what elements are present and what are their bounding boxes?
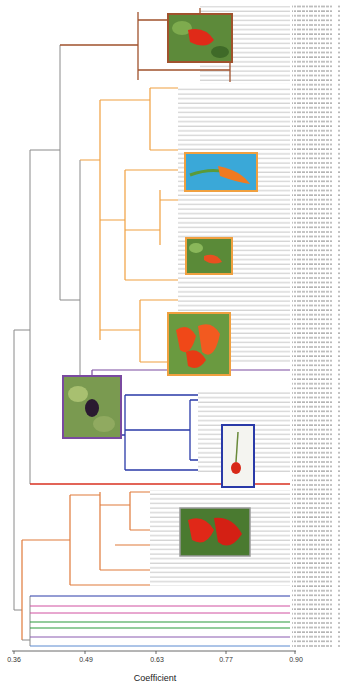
tick-label: 0.90 xyxy=(289,656,303,663)
tick-label: 0.77 xyxy=(219,656,233,663)
tick-label: 0.49 xyxy=(79,656,93,663)
leaf-fan xyxy=(150,490,290,586)
pepper-photo xyxy=(168,14,232,62)
pepper-photo xyxy=(180,508,250,556)
pepper-photo xyxy=(222,425,254,487)
pepper-photo xyxy=(168,313,230,375)
leaf-label-strip xyxy=(292,4,340,649)
dendrogram-branches xyxy=(14,8,290,646)
pepper-photo xyxy=(185,153,257,191)
tick-label: 0.63 xyxy=(150,656,164,663)
x-axis xyxy=(12,651,296,654)
axis-title: Coefficient xyxy=(134,674,176,683)
tick-label: 0.36 xyxy=(7,656,21,663)
pepper-photo xyxy=(186,238,232,274)
pepper-photo xyxy=(63,376,121,438)
